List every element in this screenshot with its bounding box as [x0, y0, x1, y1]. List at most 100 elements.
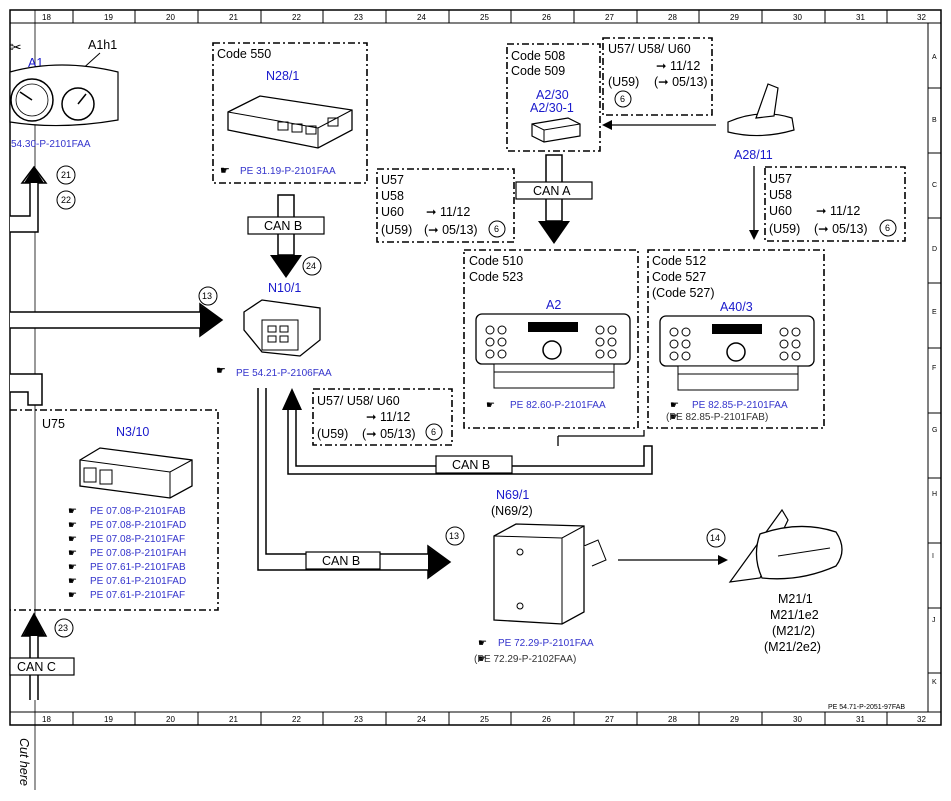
a2-code-1: Code 510: [469, 254, 523, 268]
grid-row-label: D: [932, 246, 937, 253]
n69-2-label: (N69/2): [491, 504, 533, 518]
reference-pointer-icon: ☛: [68, 506, 77, 517]
circle-14: 14: [710, 533, 720, 543]
grid-col-label: 27: [605, 715, 614, 724]
cut-here-label: Cut here: [17, 738, 31, 786]
note-mid-right-box: [764, 166, 906, 242]
grid-row-label: C: [932, 182, 937, 189]
note-mid-right-u57: U57: [769, 172, 792, 186]
n3-10-ref: PE 07.08-P-2101FAF: [90, 534, 185, 545]
n3-10-box: [10, 409, 219, 611]
can-a-label: CAN A: [533, 184, 571, 198]
a2-label: A2: [546, 298, 561, 312]
grid-col-label: 30: [793, 13, 802, 22]
n3-10-module-icon: [79, 447, 193, 499]
note-lower-line1: U57/ U58/ U60: [317, 394, 400, 408]
grid-col-label: 28: [668, 13, 677, 22]
note-mid-right-paren-date: (➞ 05/13): [814, 222, 868, 236]
a28-11-label: A28/11: [734, 148, 773, 162]
grid-col-label: 19: [104, 13, 113, 22]
m21-2e2-label: (M21/2e2): [764, 640, 821, 654]
side-mirror-icon: [728, 508, 843, 583]
note-mid-right-u60: U60: [769, 204, 792, 218]
n3-10-ref: PE 07.61-P-2101FAD: [90, 576, 186, 587]
a40-3-ref-1: PE 82.85-P-2101FAA: [692, 400, 788, 411]
n3-10-label: N3/10: [116, 425, 149, 439]
a40-3-box: [647, 249, 825, 429]
n69-1-label: N69/1: [496, 488, 529, 502]
circle-24: 24: [306, 261, 316, 271]
note-mid-left-paren-date: (➞ 05/13): [424, 223, 478, 237]
grid-top: 18 19 20 21 22 23 24 25 26 27 28 29 30 3…: [42, 10, 926, 23]
reference-pointer-icon: ☛: [68, 548, 77, 559]
n28-1-code: Code 550: [217, 47, 271, 61]
circle-21: 21: [61, 170, 71, 180]
grid-col-label: 27: [605, 13, 614, 22]
note-mid-left-arrow-date: ➞ 11/12: [426, 205, 470, 219]
a40-3-ref-2: (PE 82.85-P-2101FAB): [666, 412, 768, 423]
reference-pointer-icon: ☛: [68, 520, 77, 531]
grid-col-label: 28: [668, 715, 677, 724]
grid-col-label: 24: [417, 715, 426, 724]
note-mid-right-paren: (U59): [769, 222, 800, 236]
m21-1e2-label: M21/1e2: [770, 608, 819, 622]
grid-col-label: 21: [229, 13, 238, 22]
note-mid-right-u58: U58: [769, 188, 792, 202]
bus-arrow-13-to-n10: [10, 302, 224, 338]
grid-col-label: 31: [856, 715, 865, 724]
note-top-box: [602, 37, 713, 116]
note-top-line1: U57/ U58/ U60: [608, 42, 691, 56]
reference-pointer-icon: ☛: [478, 654, 487, 665]
grid-row-label: G: [932, 427, 937, 434]
grid-col-label: 21: [229, 715, 238, 724]
note-lower-paren: (U59): [317, 427, 348, 441]
a2-head-unit-icon: [475, 313, 631, 389]
circle-13: 13: [202, 291, 212, 301]
grid-col-label: 32: [917, 715, 926, 724]
reference-pointer-icon: ☛: [216, 365, 226, 377]
n10-1-ref: PE 54.21-P-2106FAA: [236, 368, 332, 379]
n69-2-ref: (PE 72.29-P-2102FAA): [474, 654, 576, 665]
n28-1-ref: PE 31.19-P-2101FAA: [240, 166, 336, 177]
a40-3-code-1: Code 512: [652, 254, 706, 268]
a40-3-code-3: (Code 527): [652, 286, 715, 300]
a2-box: [463, 249, 639, 429]
reference-pointer-icon: ☛: [486, 400, 495, 411]
note-mid-left-u60: U60: [381, 205, 404, 219]
m21-1-label: M21/1: [778, 592, 813, 606]
note-mid-right-arrow-date: ➞ 11/12: [816, 204, 860, 218]
grid-col-label: 22: [292, 715, 301, 724]
grid-col-label: 25: [480, 13, 489, 22]
scissors-icon: ✂: [10, 39, 22, 55]
note-top-arrow-date: ➞ 11/12: [656, 59, 700, 73]
grid-row-label: E: [932, 309, 937, 316]
n69-1-ref: PE 72.29-P-2101FAA: [498, 638, 594, 649]
note-mid-right-circle: 6: [885, 223, 890, 233]
reference-pointer-icon: ☛: [670, 400, 679, 411]
a2-30-code-1: Code 508: [511, 49, 565, 63]
note-top-paren-date: (➞ 05/13): [654, 75, 708, 89]
can-b-low-label: CAN B: [322, 554, 360, 568]
grid-col-label: 24: [417, 13, 426, 22]
note-mid-left-u57: U57: [381, 173, 404, 187]
reference-pointer-icon: ☛: [68, 534, 77, 545]
can-b-top-arrow: CAN B: [247, 194, 325, 278]
grid-col-label: 20: [166, 13, 175, 22]
note-top-circle: 6: [620, 94, 625, 104]
document-id: PE 54.71-P-2051-97FAB: [828, 704, 905, 711]
grid-row-label: I: [932, 553, 934, 560]
can-b-top-label: CAN B: [264, 219, 302, 233]
note-mid-left-u58: U58: [381, 189, 404, 203]
grid-col-label: 30: [793, 715, 802, 724]
instrument-cluster-a1h1: ✂ A1 A1h1 54.30-P-2101FAA: [9, 38, 119, 150]
grid-row-label: F: [932, 365, 936, 372]
can-b-mid-label: CAN B: [452, 458, 490, 472]
n28-1-module-icon: [227, 95, 353, 149]
grid-col-label: 22: [292, 13, 301, 22]
reference-pointer-icon: ☛: [68, 576, 77, 587]
a28-11-antenna-icon: [727, 83, 795, 137]
grid-row-label: K: [932, 679, 937, 686]
a40-3-code-2: Code 527: [652, 270, 706, 284]
a2-30-label: A2/30: [536, 88, 569, 102]
n3-10-ref: PE 07.61-P-2101FAF: [90, 590, 185, 601]
